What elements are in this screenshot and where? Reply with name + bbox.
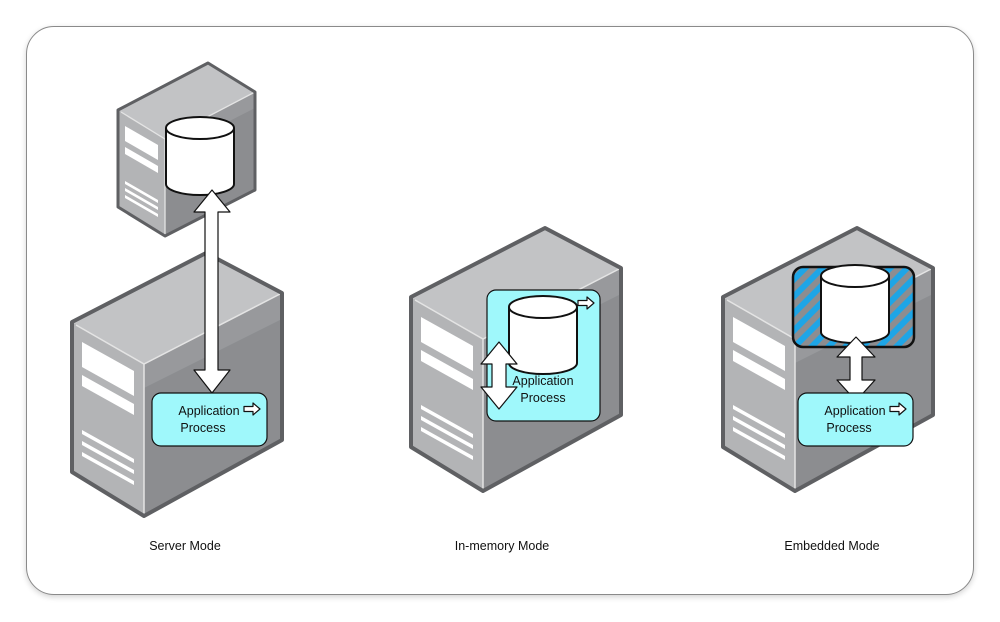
embedded-mode-label: Embedded Mode: [784, 539, 880, 553]
server-mode-label: Server Mode: [149, 539, 221, 553]
process-label-line2: Process: [520, 391, 565, 405]
database-server-icon: [116, 61, 257, 238]
application-process-box: Application Process: [797, 392, 914, 447]
process-label-line2: Process: [180, 421, 225, 435]
database-cylinder-icon: [508, 295, 578, 375]
embedded-mode-group: Application Process: [721, 226, 935, 493]
server-mode-group: Application Process: [70, 61, 284, 518]
in-memory-mode-group: Application Process: [409, 226, 623, 493]
bidirectional-arrow-icon: [480, 341, 518, 410]
process-label-line2: Process: [826, 421, 871, 435]
in-memory-mode-label: In-memory Mode: [454, 539, 550, 553]
process-label-line1: Application: [178, 404, 239, 418]
process-label-line1: Application: [512, 374, 573, 388]
application-server-icon: [70, 251, 284, 518]
application-process-box: Application Process: [151, 392, 268, 447]
database-cylinder-icon: [165, 116, 235, 196]
database-cylinder-icon: [820, 264, 890, 344]
process-label-line1: Application: [824, 404, 885, 418]
